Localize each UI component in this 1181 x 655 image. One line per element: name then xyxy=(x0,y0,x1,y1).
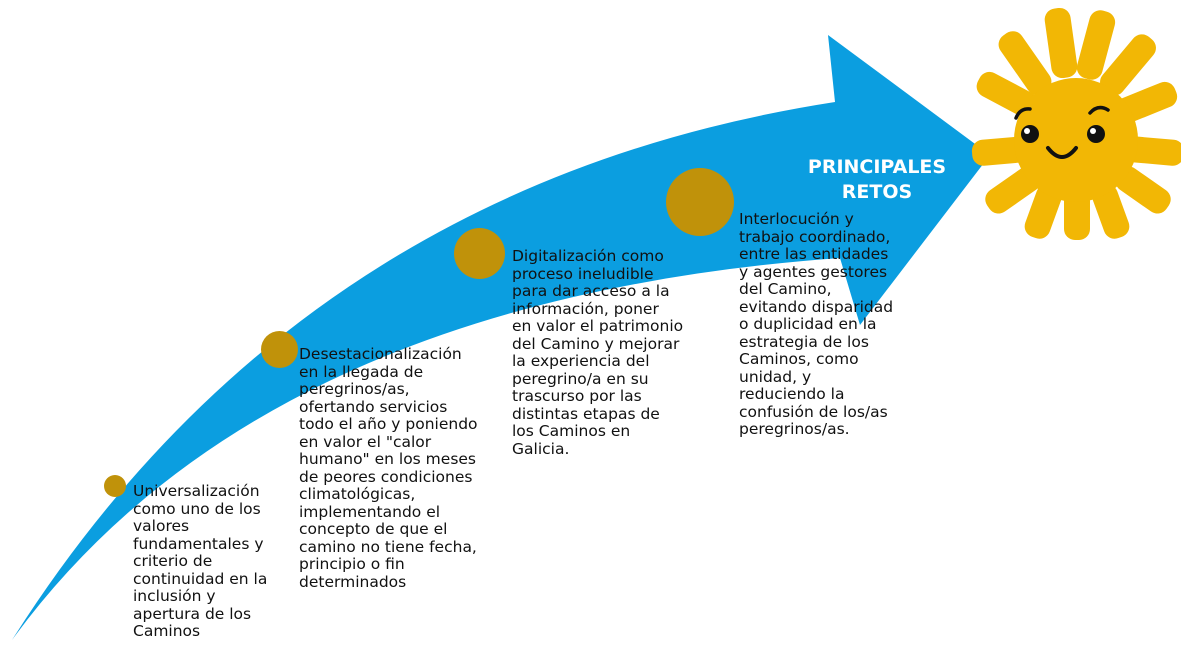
milestone-dot-2 xyxy=(261,331,298,368)
title-line-2: RETOS xyxy=(841,181,913,203)
step-text-1: Universalización como uno de los valores… xyxy=(133,482,268,640)
step-text-4: Interlocución y trabajo coordinado, entr… xyxy=(739,210,894,438)
step-text-2: Desestacionalización en la llegada de pe… xyxy=(299,345,478,591)
milestone-dot-1 xyxy=(104,475,126,497)
title-line-1: PRINCIPALES xyxy=(807,156,947,178)
milestone-dot-4 xyxy=(666,168,734,236)
arrow-body xyxy=(12,35,990,640)
step-text-3: Digitalización como proceso ineludible p… xyxy=(512,247,684,458)
milestone-dot-3 xyxy=(454,228,505,279)
